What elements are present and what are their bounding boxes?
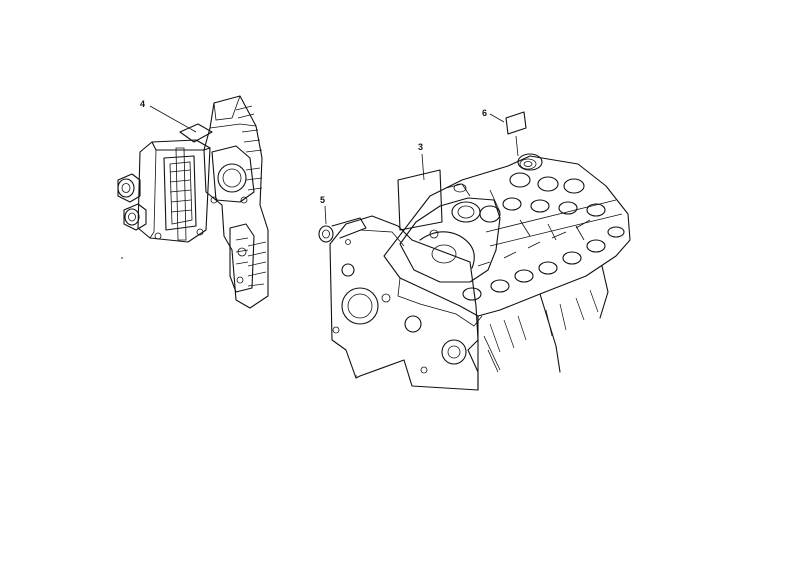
crankcase-lower	[477, 265, 609, 391]
callout-3: 3	[418, 142, 425, 181]
cylinder-head	[383, 153, 631, 327]
gasket-sheet-part-3	[397, 169, 443, 231]
front-plate	[329, 215, 479, 391]
seal-part-6	[505, 111, 527, 135]
callout-3-label: 3	[418, 142, 423, 152]
callout-5-label: 5	[320, 195, 325, 205]
callout-4-label: 4	[140, 99, 145, 109]
thermostat-housing	[399, 183, 501, 283]
callout-4: 4	[140, 99, 197, 133]
left-engine-block-section	[203, 95, 269, 309]
callout-5: 5	[320, 195, 327, 225]
speck	[121, 257, 123, 259]
callout-6-label: 6	[482, 108, 487, 118]
speck	[355, 375, 357, 377]
callout-6: 6	[482, 108, 519, 157]
oil-cooler-assembly	[117, 123, 213, 243]
gasket-part-5	[318, 217, 367, 243]
